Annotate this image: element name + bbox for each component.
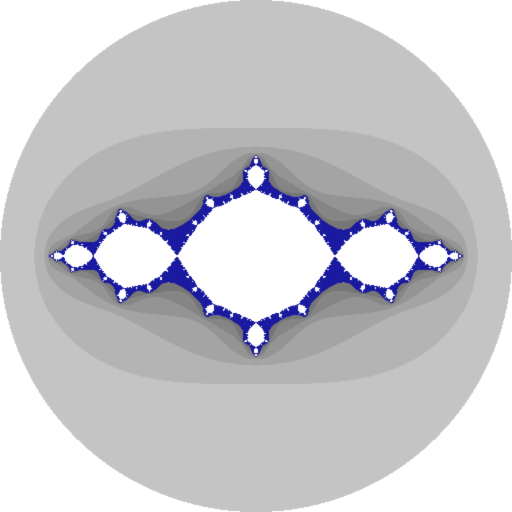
julia-set-fractal-canvas bbox=[0, 0, 512, 512]
